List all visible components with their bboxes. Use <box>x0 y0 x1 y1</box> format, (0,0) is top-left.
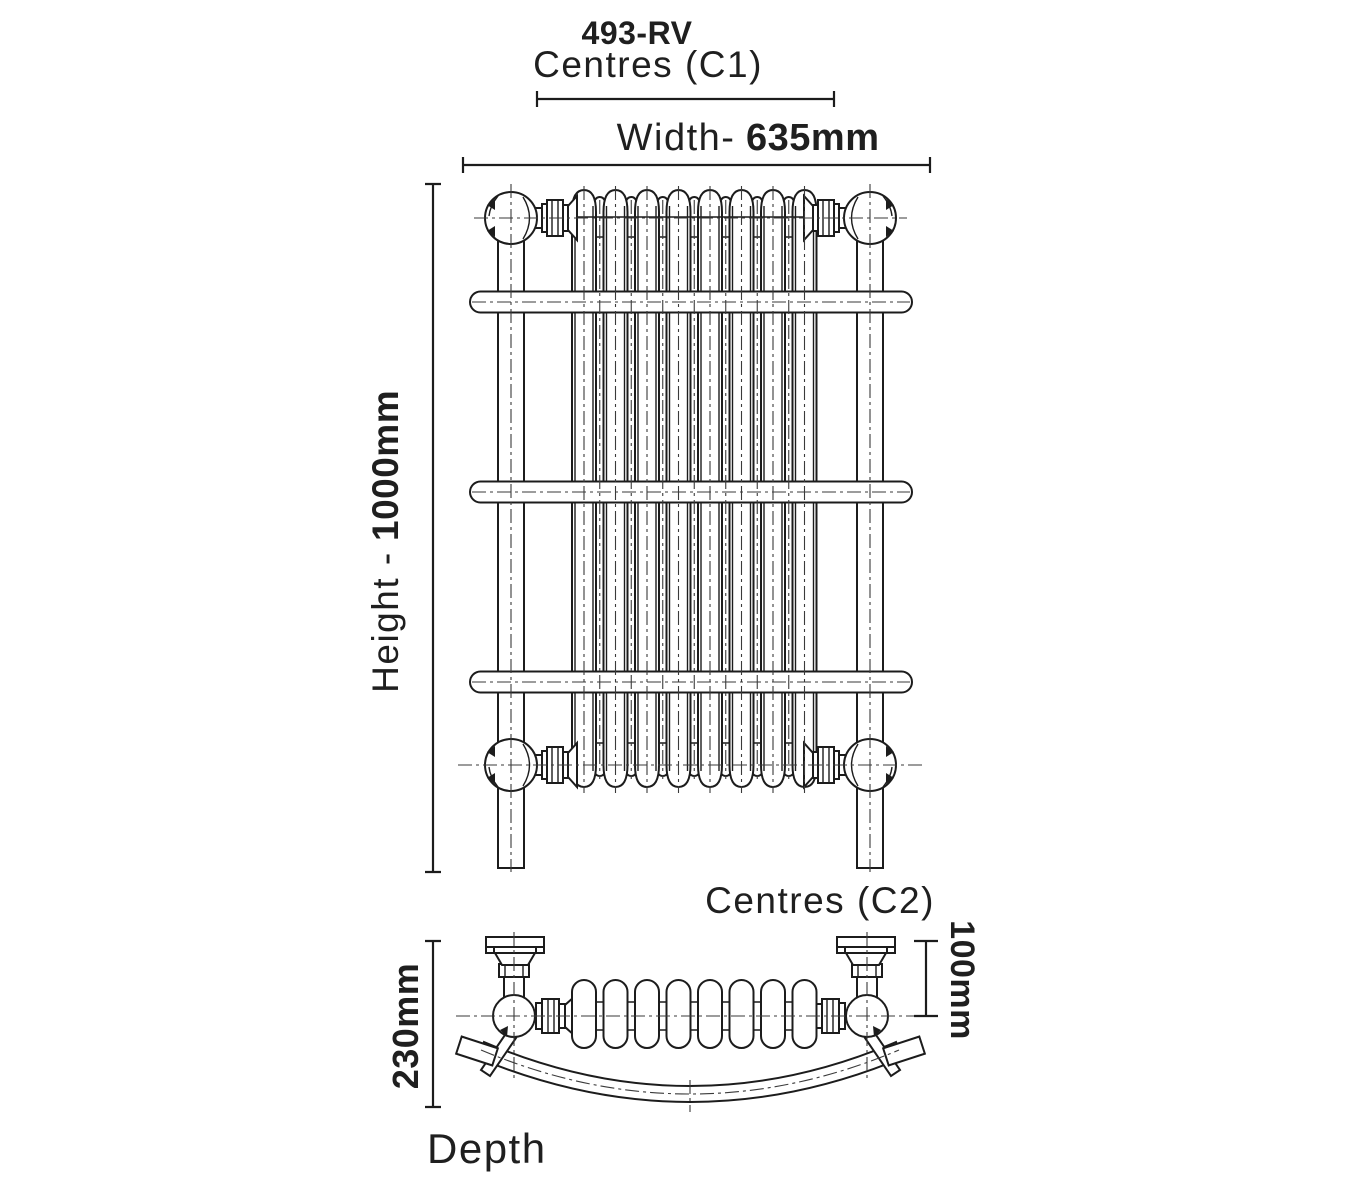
dimension-annotations: 493-RV Centres (C1) Width- 635mm Height … <box>365 15 981 1172</box>
top-view-drawing <box>455 932 934 1112</box>
depth-dimension: 230mm Depth <box>385 939 547 1172</box>
width-dimension: Width- 635mm <box>461 117 932 173</box>
radiator-column-core <box>571 188 818 789</box>
centres-c2-label: Centres (C2) <box>705 880 935 921</box>
depth-value: 230mm <box>385 963 426 1090</box>
model-code-label: 493-RV <box>582 15 693 51</box>
height-value: 1000mm <box>365 390 406 541</box>
width-value: 635mm <box>746 117 879 159</box>
centres-c2-dimension: Centres (C2) <box>705 880 935 921</box>
svg-text:Height - 1000mm: Height - 1000mm <box>365 390 406 693</box>
front-view-drawing <box>458 184 922 872</box>
centres-c1-label: Centres (C1) <box>533 44 763 85</box>
centres-c1-dimension: 493-RV Centres (C1) <box>533 15 836 107</box>
height-dimension: Height - 1000mm <box>365 182 441 874</box>
height-label: Height - <box>365 551 406 693</box>
top-view-centerlines <box>456 932 934 1112</box>
wall-to-centre-dimension: 100mm <box>914 920 981 1040</box>
front-view-centerlines <box>458 184 922 872</box>
width-label: Width- <box>617 117 736 159</box>
depth-label: Depth <box>427 1125 547 1172</box>
wall-to-centre-value: 100mm <box>943 920 981 1040</box>
svg-text:Width- 635mm: Width- 635mm <box>617 117 880 159</box>
section-bulbs <box>571 979 818 1049</box>
